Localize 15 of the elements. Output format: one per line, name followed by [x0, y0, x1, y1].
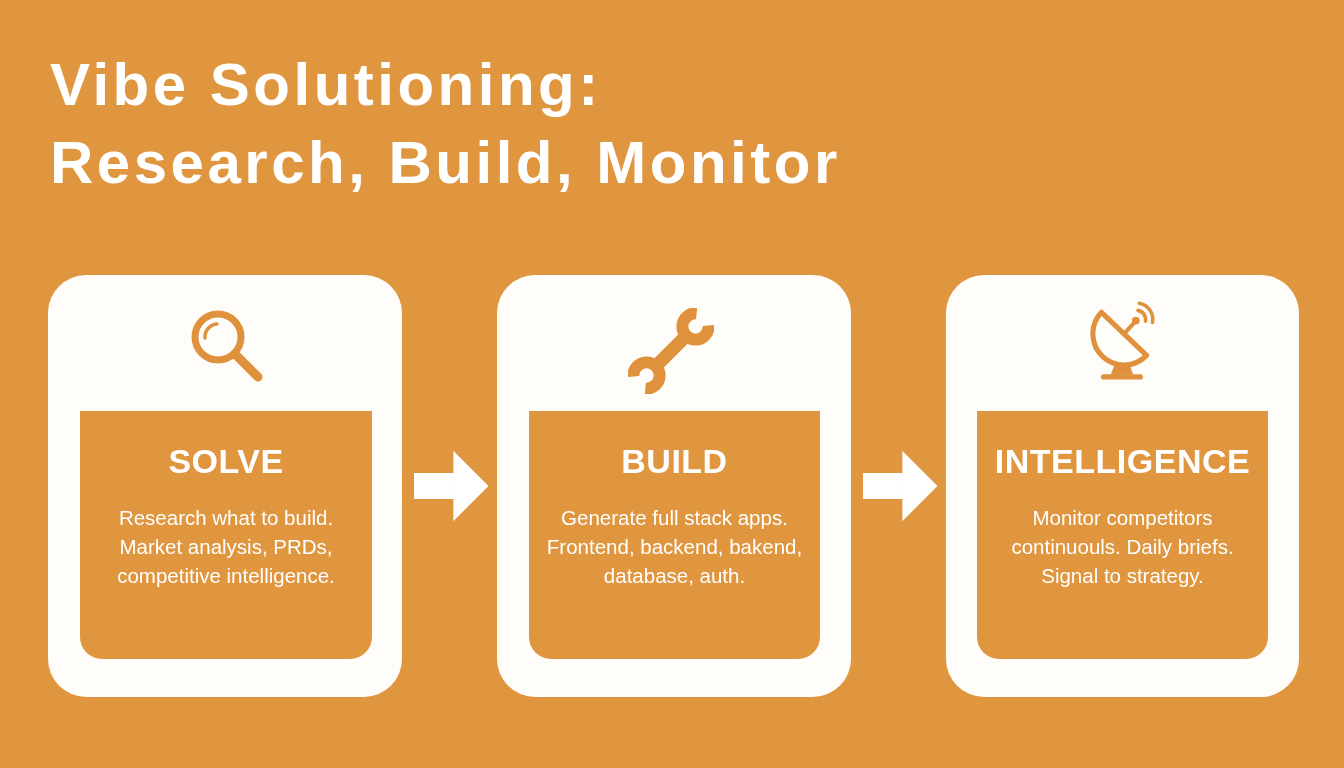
- arrow: [414, 450, 489, 522]
- step-panel: [80, 411, 372, 659]
- step-card: [48, 275, 402, 697]
- step-heading: SOLVE: [168, 441, 284, 481]
- arrow: [863, 450, 938, 522]
- step-description: Generate full stack apps. Frontend, backend, bakend, database, auth.: [545, 505, 804, 589]
- step-panel: [529, 411, 820, 659]
- step-heading: BUILD: [621, 441, 728, 481]
- step-heading: INTELLIGENCE: [994, 441, 1251, 481]
- step-description: Monitor competitors continuouls. Daily briefs. Signal to strategy.: [1010, 505, 1235, 589]
- step-description: Research what to build. Market analysis, PRDs, competitive intelligence.: [116, 505, 336, 589]
- step-card: [497, 275, 851, 697]
- step-panel: [977, 411, 1268, 659]
- step-card: [946, 275, 1299, 697]
- title: Vibe Solutioning: Research, Build, Monitor: [50, 50, 842, 198]
